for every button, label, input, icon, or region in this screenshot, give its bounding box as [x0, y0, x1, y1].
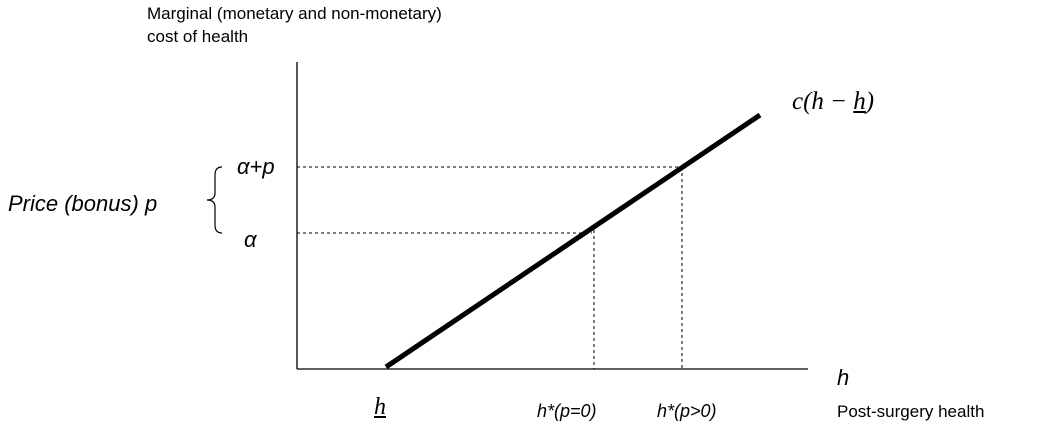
curve-label-prefix: c(h −	[792, 88, 854, 115]
curve-label: c(h − h)	[792, 88, 874, 117]
h-star-no-bonus-label: h*(p=0)	[537, 401, 597, 421]
curve-label-suffix: )	[865, 88, 875, 115]
price-label: Price (bonus) p	[8, 191, 158, 216]
x-axis-label: Post-surgery health	[837, 402, 985, 421]
level-alpha-plus-p: α+p	[237, 154, 275, 179]
level-alpha: α	[244, 227, 257, 252]
curve-label-h: h	[853, 88, 866, 115]
x-axis-symbol: h	[837, 365, 850, 390]
y-axis-label-line2: cost of health	[147, 27, 249, 46]
h-star-bonus-label: h*(p>0)	[657, 401, 717, 421]
h-underline-label: h	[374, 394, 386, 420]
price-bracket	[206, 166, 223, 234]
y-axis-label-line1: Marginal (monetary and non-monetary)	[147, 4, 442, 23]
marginal-cost-line	[384, 112, 762, 370]
